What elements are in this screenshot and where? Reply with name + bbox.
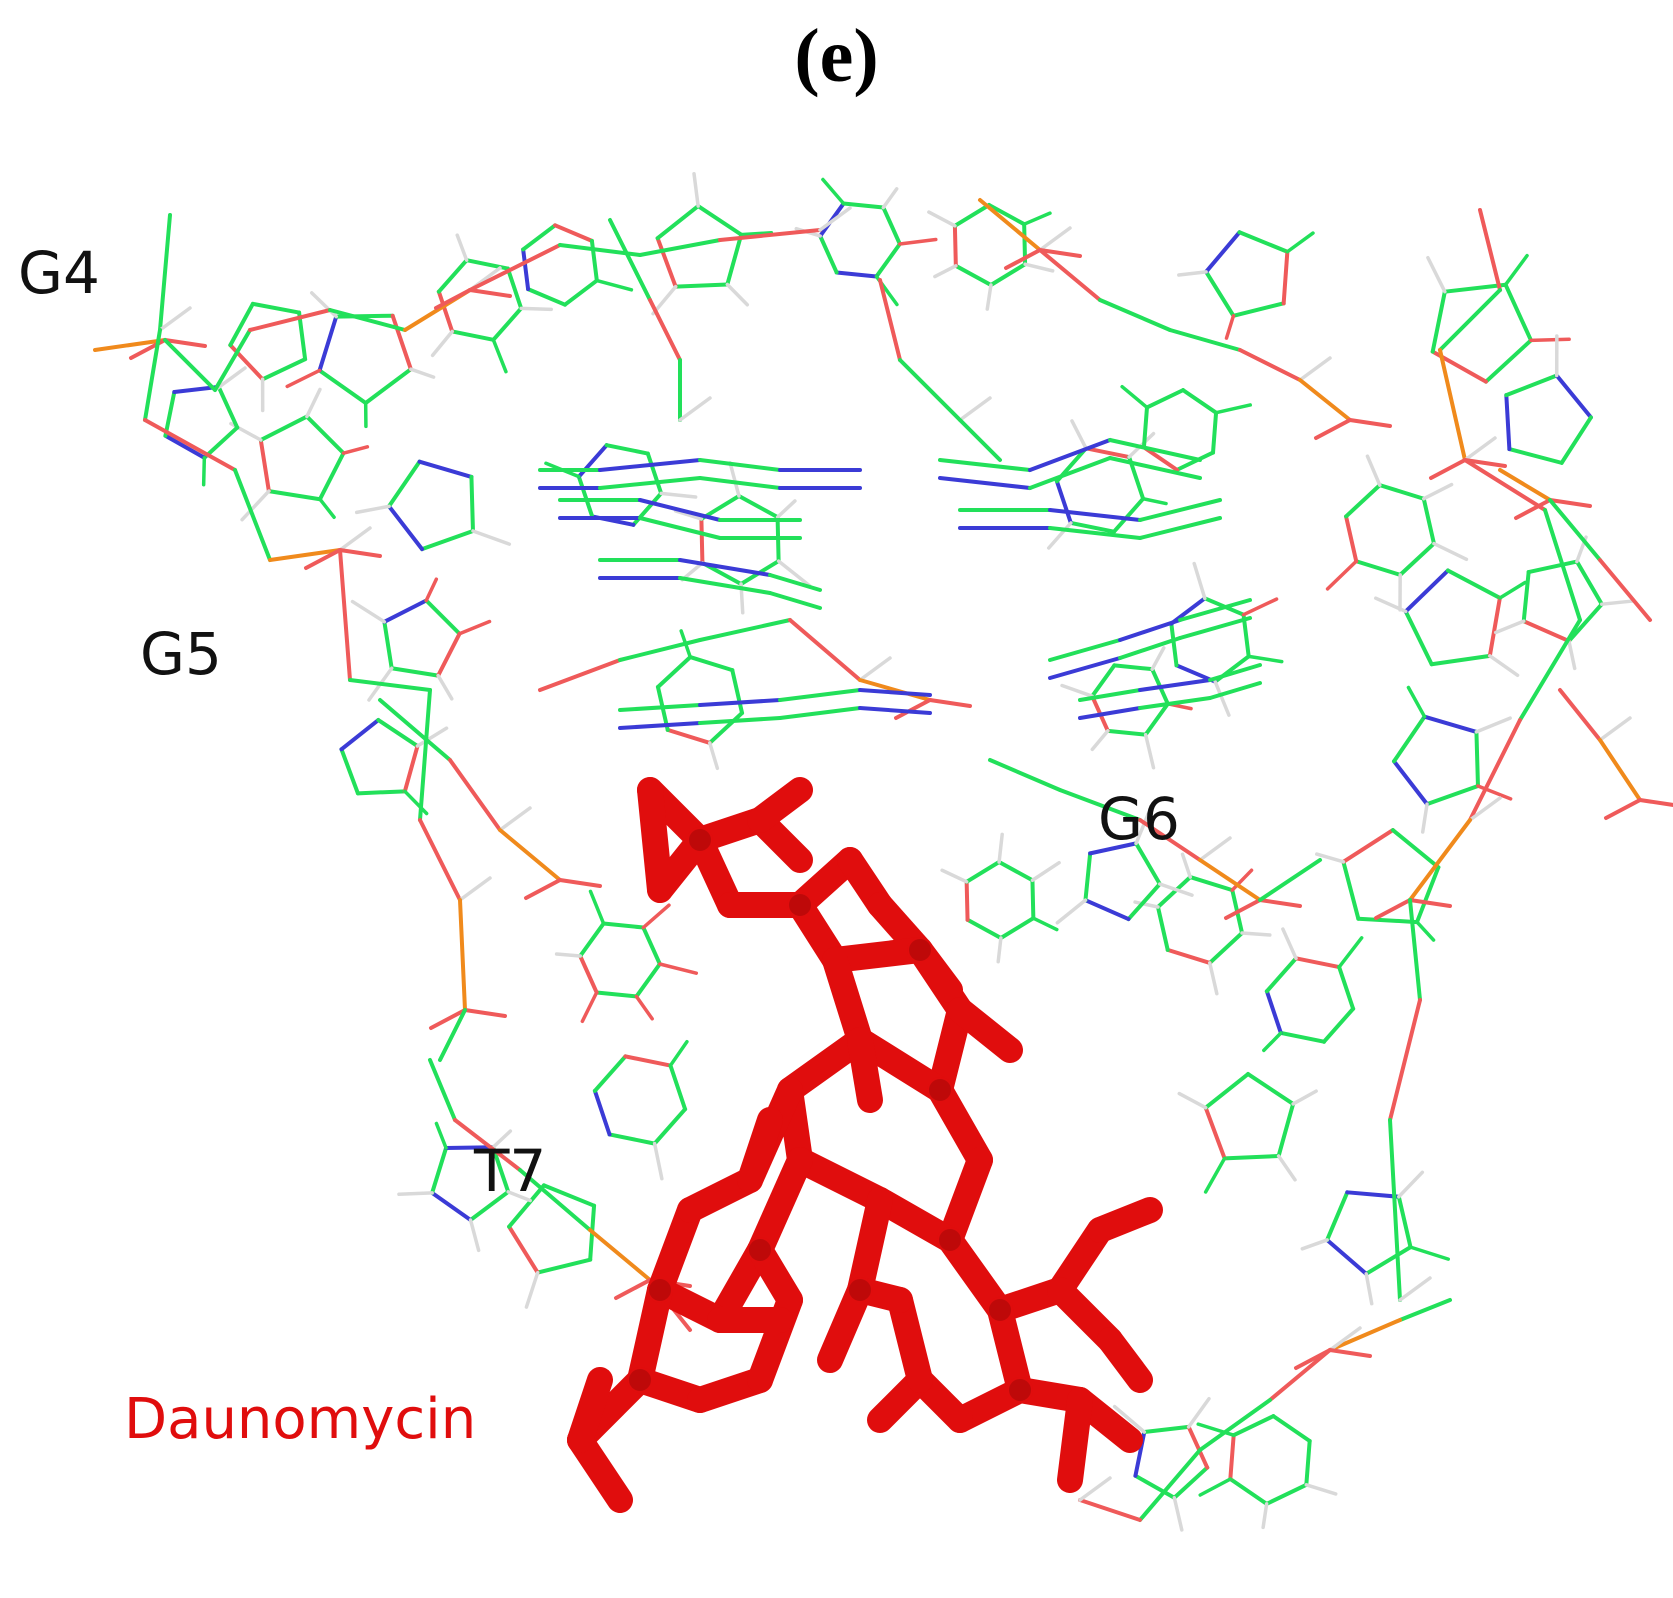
panel-label: (e) xyxy=(794,14,879,98)
daunomycin-stick-model xyxy=(567,777,1163,1513)
residue-label-g4: G4 xyxy=(18,239,100,307)
dna-wireframe-model xyxy=(93,172,1673,1532)
residue-label-t7: T7 xyxy=(474,1137,547,1205)
residue-label-g6: G6 xyxy=(1098,785,1180,853)
ligand-label-daunomycin: Daunomycin xyxy=(124,1387,477,1452)
residue-label-g5: G5 xyxy=(140,620,222,688)
